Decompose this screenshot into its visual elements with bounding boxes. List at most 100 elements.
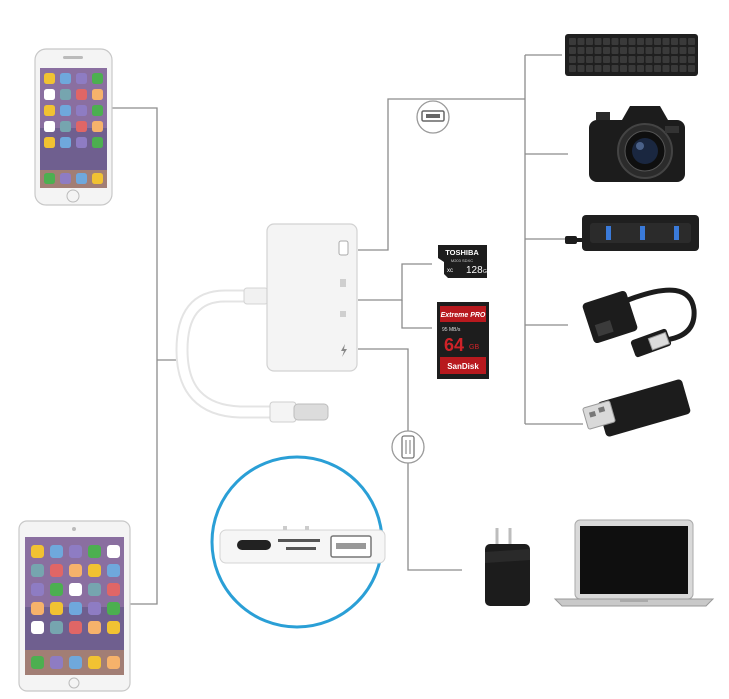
app-icon (76, 121, 87, 132)
app-icon (60, 89, 71, 100)
app-icon (92, 105, 103, 116)
adapter-ports-detail (210, 455, 386, 629)
key (603, 56, 610, 63)
key (637, 56, 644, 63)
app-icon (60, 137, 71, 148)
app-icon (88, 583, 101, 596)
iphone-app-grid (44, 73, 103, 184)
key (577, 38, 585, 45)
key (654, 65, 661, 72)
device-bracket-line (112, 107, 158, 605)
key (577, 47, 585, 54)
key (688, 56, 695, 63)
key (628, 47, 636, 54)
app-icon (107, 621, 120, 634)
microsd-type: xc (447, 268, 453, 274)
key (569, 56, 576, 63)
key (662, 47, 670, 54)
microsd-capacity: 128 (466, 265, 483, 276)
key (637, 47, 644, 54)
usb-port-symbol (416, 100, 450, 134)
app-icon (76, 105, 87, 116)
key (654, 56, 661, 63)
key (577, 56, 585, 63)
detail-microsd-slot (286, 547, 316, 550)
app-icon (69, 583, 82, 596)
app-icon (50, 583, 63, 596)
key (586, 56, 593, 63)
microsd-unit: GB (483, 269, 491, 275)
key (586, 47, 593, 54)
dock-icon (107, 656, 120, 669)
sd-line: Extreme PRO (441, 312, 486, 319)
microsd-brand: TOSHIBA (445, 248, 479, 257)
key (654, 47, 661, 54)
key (671, 56, 678, 63)
detail-sd-slot (278, 539, 320, 542)
microsd-series: M203 SDXC (451, 258, 473, 263)
app-icon (50, 545, 63, 558)
app-icon (31, 545, 44, 558)
key (594, 47, 602, 54)
app-icon (92, 89, 103, 100)
app-icon (31, 583, 44, 596)
app-icon (88, 564, 101, 577)
dock-icon (69, 656, 82, 669)
key (603, 65, 610, 72)
app-icon (69, 602, 82, 615)
key (645, 65, 653, 72)
sd-capacity: 64 (444, 335, 464, 355)
sd-speed: 95 MB/s (442, 327, 461, 333)
app-icon (50, 621, 63, 634)
key (679, 65, 687, 72)
app-icon (88, 545, 101, 558)
laptop (553, 519, 715, 607)
key (628, 56, 636, 63)
adapter (175, 223, 358, 423)
ethernet-adapter (582, 287, 697, 358)
microsd-line (358, 263, 432, 301)
dock-icon (44, 173, 55, 184)
sd-unit: GB (469, 344, 479, 351)
usb-line (358, 98, 525, 251)
dock-icon (88, 656, 101, 669)
app-icon (69, 621, 82, 634)
app-icon (92, 137, 103, 148)
key (637, 38, 644, 45)
key (671, 65, 678, 72)
key (662, 65, 670, 72)
key (637, 65, 644, 72)
app-icon (107, 583, 120, 596)
key (569, 65, 576, 72)
sd-brand: SanDisk (447, 362, 479, 371)
connector-lines (112, 54, 583, 605)
key (594, 56, 602, 63)
ipad (18, 520, 131, 692)
dock-icon (50, 656, 63, 669)
app-icon (69, 545, 82, 558)
microsd-card: TOSHIBA M203 SDXC xc 128 GB (438, 245, 491, 278)
key (645, 56, 653, 63)
sd-line (401, 300, 432, 329)
key (569, 38, 576, 45)
key (603, 47, 610, 54)
power-charger (485, 528, 530, 606)
lightning-port-icon (341, 344, 347, 357)
dock-icon (60, 173, 71, 184)
app-icon (107, 602, 120, 615)
key (611, 56, 619, 63)
key (679, 56, 687, 63)
app-icon (107, 564, 120, 577)
key (645, 38, 653, 45)
app-icon (60, 105, 71, 116)
app-icon (44, 137, 55, 148)
app-icon (88, 602, 101, 615)
usb-flash-drive (582, 379, 691, 437)
ipad-app-grid (31, 545, 120, 669)
key (671, 38, 678, 45)
usb-port (338, 240, 349, 256)
key (628, 38, 636, 45)
key (594, 38, 602, 45)
lightning-port-symbol (391, 430, 425, 464)
